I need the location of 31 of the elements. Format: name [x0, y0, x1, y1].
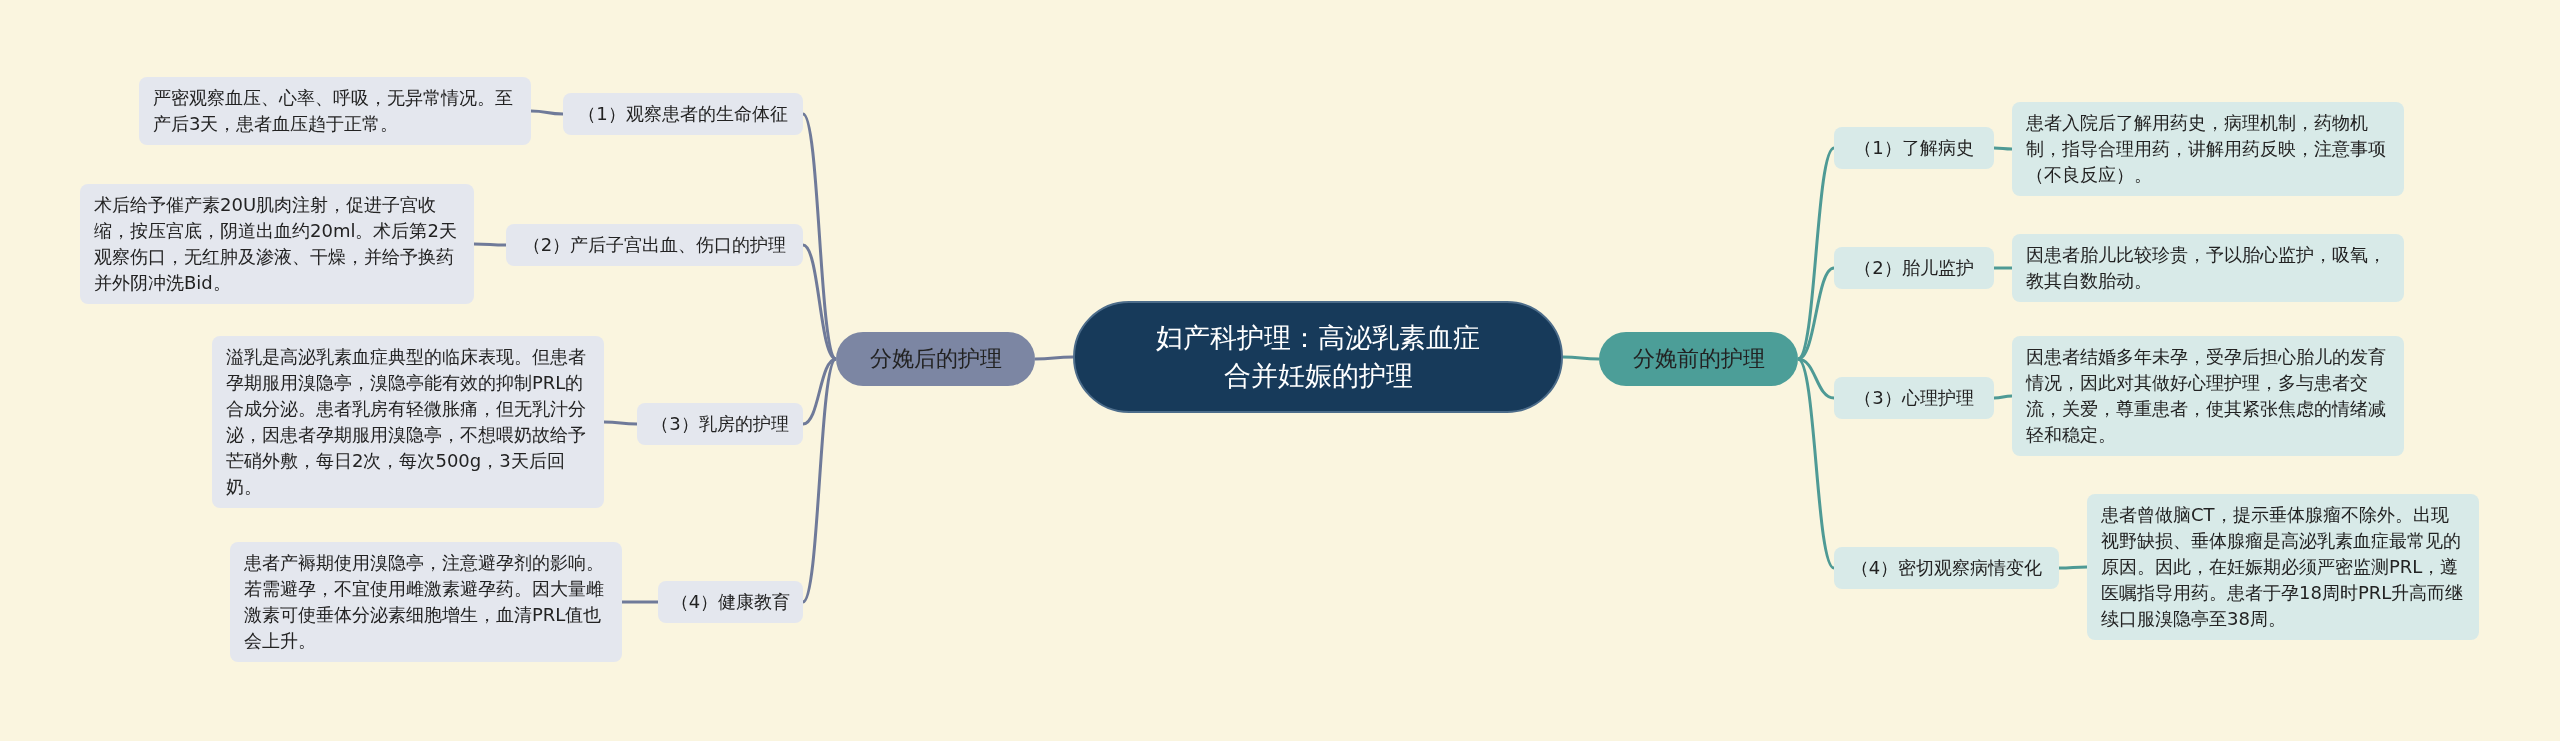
connector-line — [622, 600, 658, 604]
connector-line — [801, 358, 838, 603]
connector-line — [1993, 394, 2013, 400]
connector-line — [1994, 266, 2012, 270]
connector-line — [1563, 355, 1599, 361]
detail-note: 患者入院后了解用药史，病理机制，药物机制，指导合理用药，讲解用药反映，注意事项（不良反应）。 — [2012, 102, 2404, 196]
detail-note: 患者曾做脑CT，提示垂体腺瘤不除外。出现视野缺损、垂体腺瘤是高泌乳素血症最常见的原因。因此，在妊娠期必须严密监测PRL，遵医嘱指导用药。患者于孕18周时PRL升高而继续口服溴隐亭至38周。 — [2087, 494, 2479, 640]
detail-note: 因患者胎儿比较珍贵，予以胎心监护，吸氧，教其自数胎动。 — [2012, 234, 2404, 302]
connector-line — [1035, 355, 1073, 361]
central-topic: 妇产科护理：高泌乳素血症合并妊娠的护理 — [1073, 301, 1563, 413]
connector-line — [801, 113, 838, 360]
subtopic: （4）密切观察病情变化 — [1834, 547, 2059, 589]
subtopic: （2）产后子宫出血、伤口的护理 — [506, 224, 803, 266]
subtopic: （1）了解病史 — [1834, 127, 1994, 169]
detail-note: 严密观察血压、心率、呼吸，无异常情况。至产后3天，患者血压趋于正常。 — [139, 77, 531, 145]
connector-line — [474, 242, 506, 247]
subtopic: （3）心理护理 — [1834, 377, 1994, 419]
detail-note: 溢乳是高泌乳素血症典型的临床表现。但患者孕期服用溴隐亭，溴隐亭能有效的抑制PRL的合成分泌。患者乳房有轻微胀痛，但无乳汁分泌，因患者孕期服用溴隐亭，不想喂奶故给予芒硝外敷，每日2次，每次500g，3天后回奶。 — [212, 336, 604, 508]
connector-line — [604, 420, 637, 426]
subtopic: （2）胎儿监护 — [1834, 247, 1994, 289]
detail-note: 术后给予催产素20U肌肉注射，促进子宫收缩，按压宫底，阴道出血约20ml。术后第2天观察伤口，无红肿及渗液、干燥，并给予换药并外阴冲洗Bid。 — [80, 184, 474, 304]
subtopic: （3）乳房的护理 — [637, 403, 803, 445]
branch-topic: 分娩前的护理 — [1599, 332, 1798, 386]
subtopic: （4）健康教育 — [658, 581, 803, 623]
connector-line — [530, 109, 564, 116]
connector-line — [1993, 146, 2013, 151]
detail-note: 患者产褥期使用溴隐亭，注意避孕剂的影响。若需避孕，不宜使用雌激素避孕药。因大量雌激素可使垂体分泌素细胞增生，血清PRL值也会上升。 — [230, 542, 622, 662]
subtopic: （1）观察患者的生命体征 — [563, 93, 803, 135]
detail-note: 因患者结婚多年未孕，受孕后担心胎儿的发育情况，因此对其做好心理护理，多与患者交流，关爱，尊重患者，使其紧张焦虑的情绪减轻和稳定。 — [2012, 336, 2404, 456]
branch-topic: 分娩后的护理 — [836, 332, 1035, 386]
connector-line — [2059, 565, 2087, 570]
